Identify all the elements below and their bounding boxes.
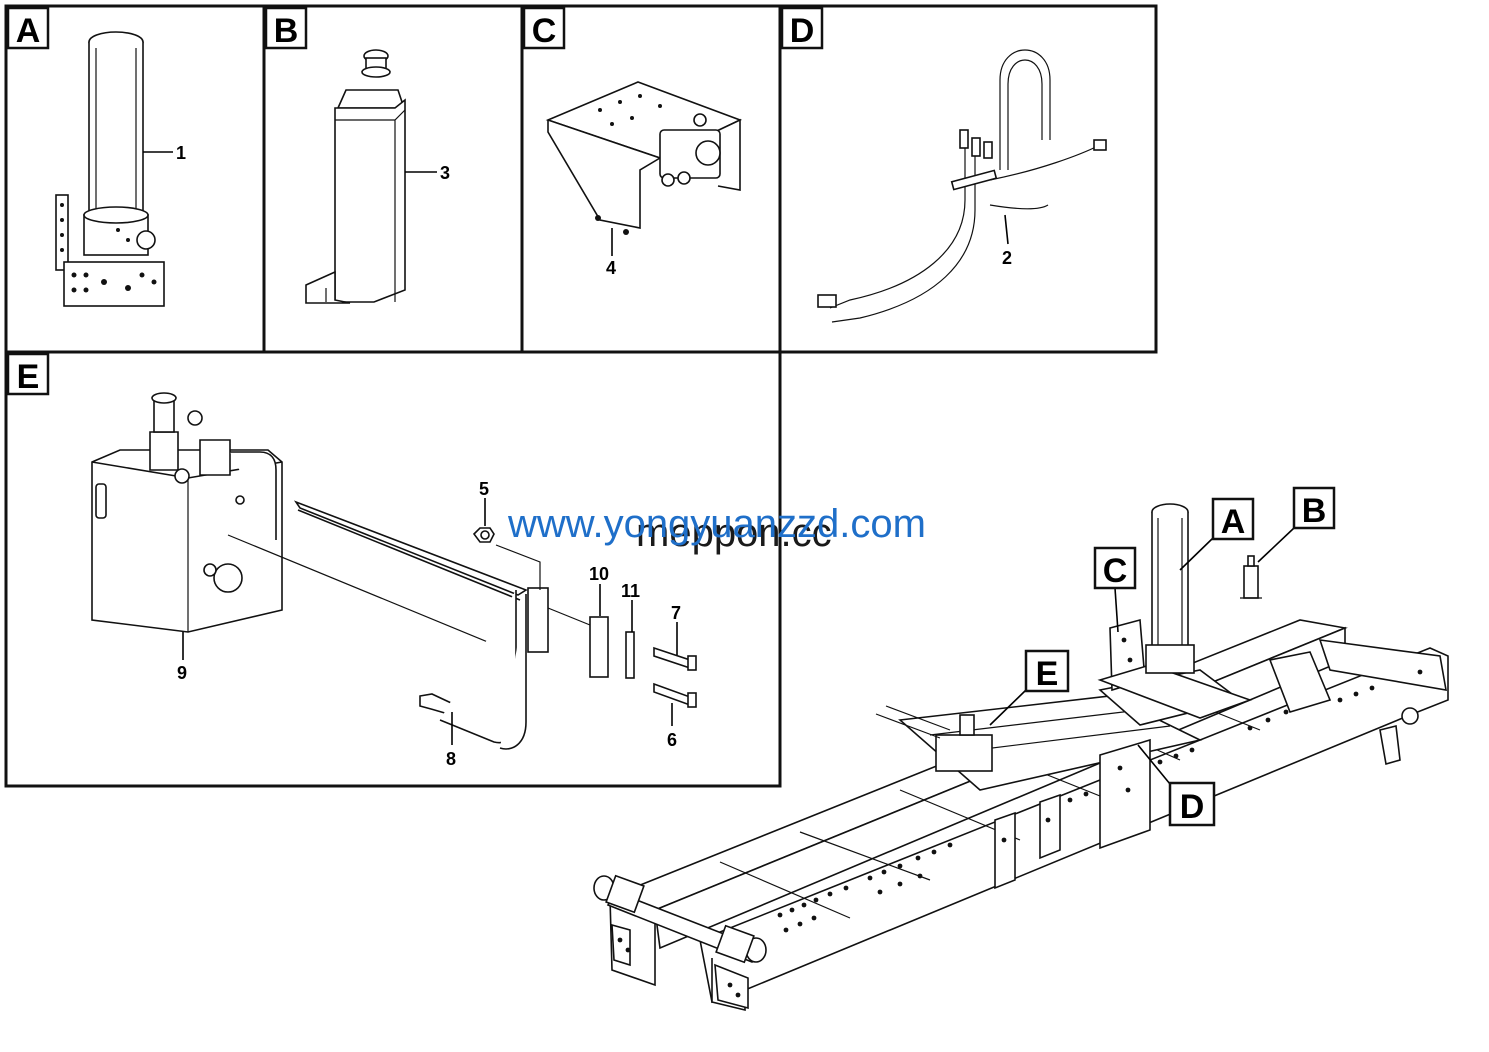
hose-assembly-illustration: [817, 49, 1107, 323]
svg-text:E: E: [17, 358, 40, 396]
bolt-6: [653, 682, 697, 708]
svg-text:E: E: [1036, 655, 1059, 693]
nut-5: [472, 527, 495, 543]
chassis-illustration: [593, 503, 1449, 1012]
svg-text:C: C: [532, 12, 557, 50]
svg-text:A: A: [1221, 503, 1246, 541]
svg-text:A: A: [16, 12, 41, 50]
svg-text:C: C: [1103, 552, 1128, 590]
callout-4: 4: [606, 258, 616, 278]
callout-9: 9: [177, 663, 187, 683]
watermark-url: www.yongyuanzzd.com: [507, 502, 926, 546]
callout-11: 11: [621, 581, 640, 601]
callout-10: 10: [589, 564, 609, 584]
main-label-d: D: [1137, 744, 1216, 827]
panel-label-d: D: [780, 6, 824, 50]
svg-text:D: D: [790, 12, 815, 50]
svg-text:D: D: [1180, 788, 1205, 826]
panel-frames: [4, 4, 1158, 788]
callout-3: 3: [440, 163, 450, 183]
svg-text:B: B: [274, 12, 299, 50]
watermark-site: meppon.cc: [636, 511, 832, 555]
callout-1: 1: [176, 143, 186, 163]
callout-5: 5: [479, 479, 489, 499]
cylinder-illustration: [55, 31, 165, 307]
callout-8: 8: [446, 749, 456, 769]
svg-text:B: B: [1302, 492, 1327, 530]
panel-label-a: A: [6, 6, 50, 50]
callout-2: 2: [1002, 248, 1012, 268]
panel-label-e: E: [6, 352, 50, 396]
main-label-a: A: [1179, 497, 1255, 571]
mounting-bracket-illustration: [293, 500, 549, 750]
main-label-c: C: [1093, 546, 1137, 633]
filter-column-illustration: [305, 49, 406, 304]
callout-6: 6: [667, 730, 677, 750]
plate-11: [625, 631, 635, 679]
valve-bracket-illustration: [545, 81, 743, 235]
callout-7: 7: [671, 603, 681, 623]
bolt-7: [653, 646, 697, 671]
panel-label-b: B: [264, 6, 308, 50]
main-label-b: B: [1257, 486, 1336, 563]
main-label-e: E: [989, 649, 1070, 726]
oil-tank-illustration: [91, 392, 513, 653]
spacer-10: [547, 607, 609, 678]
panel-label-c: C: [522, 6, 566, 50]
